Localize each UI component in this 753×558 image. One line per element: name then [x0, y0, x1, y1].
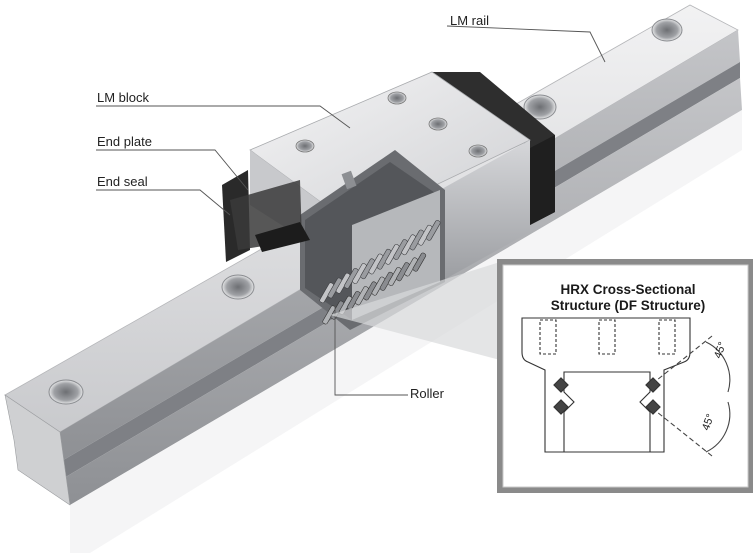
label-lm-block: LM block [97, 90, 150, 105]
cross-section-drawing [521, 317, 731, 457]
roller [412, 252, 427, 272]
label-end-seal: End seal [97, 174, 148, 189]
lm-block [222, 71, 555, 330]
rail-bolt-hole [48, 379, 84, 405]
cross-section-inset [330, 259, 753, 493]
leader-end-seal [96, 189, 231, 216]
roller [426, 220, 441, 241]
inset-title-line2: Structure (DF Structure) [550, 298, 706, 313]
leader-roller [334, 305, 408, 396]
end-plate [432, 72, 555, 225]
leader-lm-block [96, 105, 351, 129]
rail-bolt-hole [523, 94, 557, 120]
inset-title-line1: HRX Cross-Sectional [560, 282, 696, 297]
label-end-plate: End plate [97, 134, 152, 149]
label-roller: Roller [410, 386, 444, 401]
label-lm-rail: LM rail [450, 13, 490, 28]
rail-bolt-hole [651, 18, 683, 42]
rail-bolt-hole [221, 274, 255, 300]
leader-lm-rail [446, 25, 606, 63]
roller-chain [319, 220, 441, 325]
leader-end-plate [96, 149, 249, 191]
inset-title: HRX Cross-Sectional Structure (DF Struct… [515, 282, 741, 314]
